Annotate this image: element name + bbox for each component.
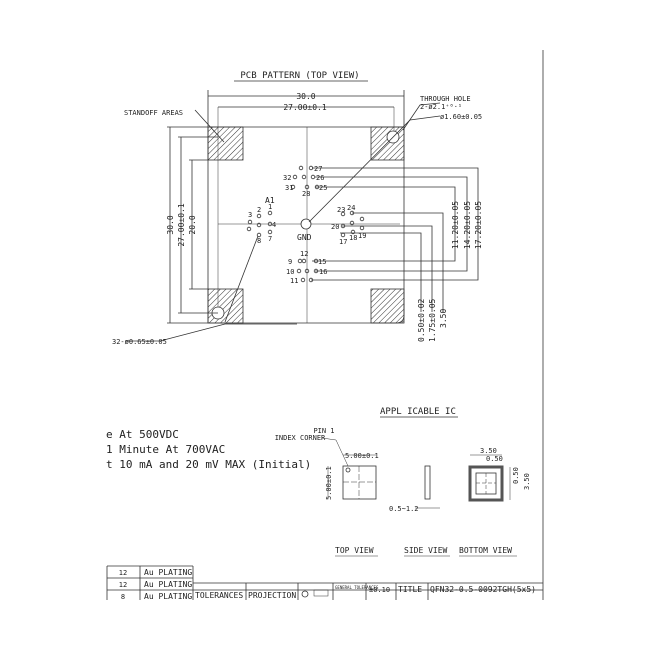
dim-0-50: 0.50±0.02: [417, 298, 426, 342]
pin-label: 27: [314, 165, 322, 173]
through-hole-dia: 2-ø2.1⁺⁰·¹: [420, 103, 462, 111]
pin-label: 32: [283, 174, 291, 182]
pin-labels: 27 32 26 31 25 28 1 2 3 4 7 8 23 24 20 1…: [248, 165, 366, 285]
gnd-hole: [300, 218, 312, 230]
table-cell: Au PLATING: [144, 568, 192, 577]
dim-17-20: 17.20±0.05: [474, 201, 483, 249]
pin-label: 23: [337, 206, 345, 214]
pin-label: 31: [285, 184, 293, 192]
pcb-pattern-title: PCB PATTERN (TOP VIEW): [240, 71, 359, 81]
dim-3-50: 3.50: [439, 309, 448, 328]
dimension-lines: [125, 90, 479, 342]
ic-bottom-view: [468, 454, 511, 502]
dim-27-vertical: 27.00±0.1: [177, 203, 186, 247]
pin-label: 18: [349, 234, 357, 242]
table-cell: 12: [119, 569, 127, 577]
ic-side-view: [415, 465, 440, 509]
dim-27-horizontal: 27.00±0.1: [283, 103, 327, 112]
through-hole-label: THROUGH HOLE: [420, 95, 471, 103]
table-cell: Au PLATING: [144, 580, 192, 589]
bottom-view-label: BOTTOM VIEW: [459, 546, 512, 555]
applicable-ic-title: APPL ICABLE IC: [380, 407, 456, 417]
general-tolerances-label: GENERAL TOLERANCES: [335, 585, 379, 590]
standoff-areas-label: STANDOFF AREAS: [124, 109, 183, 117]
pin-label: 25: [319, 184, 327, 192]
bottom-width-dim: 3.50: [480, 447, 497, 455]
pin-label: 2: [257, 206, 261, 214]
gnd-label: GND: [297, 233, 312, 242]
ic-width-dim: 5.00±0.1: [345, 452, 379, 460]
pin-label: 8: [257, 237, 261, 245]
ic-thickness-dim: 0.5~1.2: [389, 505, 419, 513]
note-line: t 10 mA and 20 mV MAX (Initial): [106, 458, 311, 471]
pin-label: 1: [268, 203, 272, 211]
ic-height-dim: 5.00±0.1: [325, 466, 333, 500]
table-cell: 8: [121, 593, 125, 601]
dim-11-20: 11.20±0.05: [451, 201, 460, 249]
pin-label: 28: [302, 190, 310, 198]
pin1-label: PIN 1: [313, 427, 334, 435]
dim-1-75: 1.75±0.05: [428, 298, 437, 342]
title-block: [106, 565, 543, 600]
title-label: TITLE: [398, 585, 422, 594]
standoff-areas: [207, 126, 405, 324]
dim-20-vertical: 20.0: [188, 215, 197, 234]
bottom-pitch-dim: 0.50: [486, 455, 503, 463]
pin-label: 4: [272, 221, 276, 229]
pin-label: 26: [316, 174, 324, 182]
dim-14-20: 14.20±0.05: [463, 201, 472, 249]
projection-label: PROJECTION: [248, 591, 296, 600]
pin-label: 20: [331, 223, 339, 231]
pin-label: 16: [319, 268, 327, 276]
hole-dia-label: ø1.60±0.05: [440, 113, 482, 121]
pin-label: 15: [318, 258, 326, 266]
a1-label: A1: [265, 196, 275, 205]
pin-label: 17: [339, 238, 347, 246]
tolerances-label: TOLERANCES: [195, 591, 243, 600]
top-view-label: TOP VIEW: [335, 546, 374, 555]
dim-30-vertical: 30.0: [166, 215, 175, 234]
dim-30-horizontal: 30.0: [296, 92, 315, 101]
pin-label: 24: [347, 204, 355, 212]
table-cell: Au PLATING: [144, 592, 192, 601]
pin-label: 19: [358, 232, 366, 240]
note-line: e At 500VDC: [106, 428, 179, 441]
pin-dia-label: 32-ø0.65±0.05: [112, 338, 167, 346]
pin-holes: [246, 165, 365, 283]
side-view-label: SIDE VIEW: [404, 546, 448, 555]
bottom-height-dim: 3.50: [523, 473, 531, 490]
ic-top-view: [321, 437, 377, 500]
table-cell: 12: [119, 581, 127, 589]
tolerance-value: ±0.10: [369, 586, 390, 594]
pin-label: 11: [290, 277, 298, 285]
pin-label: 12: [300, 250, 308, 258]
pin-label: 9: [288, 258, 292, 266]
pin-label: 7: [268, 235, 272, 243]
title-value: QFN32-0.5-0092TGH(5x5): [430, 585, 536, 594]
index-corner-label: INDEX CORNER: [275, 434, 326, 442]
pin-label: 10: [286, 268, 294, 276]
pin-label: 3: [248, 211, 252, 219]
note-line: 1 Minute At 700VAC: [106, 443, 225, 456]
bottom-pitch-v-dim: 0.50: [512, 467, 520, 484]
